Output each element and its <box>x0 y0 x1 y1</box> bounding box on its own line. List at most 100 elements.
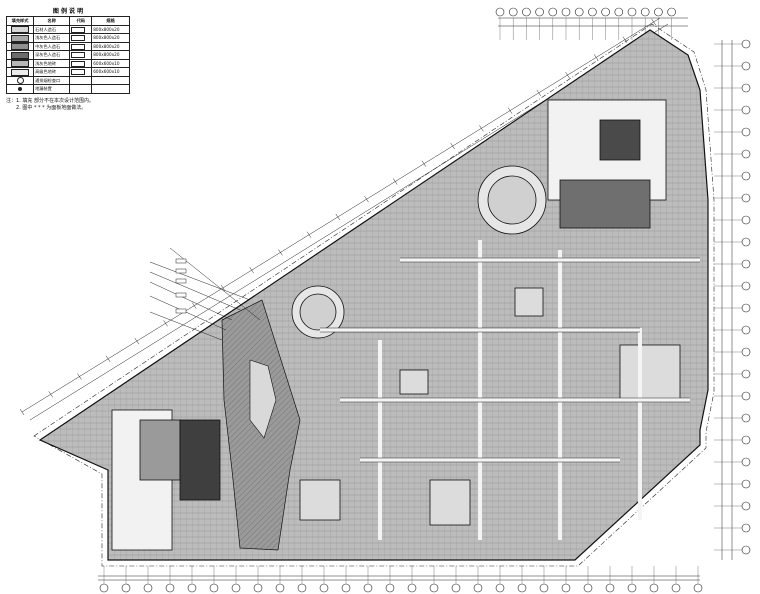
axis-bubble <box>209 583 219 593</box>
axis-bubble <box>741 127 751 137</box>
axis-bubble <box>253 583 263 593</box>
axis-bubble <box>741 303 751 313</box>
axis-bubble <box>429 583 439 593</box>
legend-swatch <box>18 87 23 92</box>
axis-bubble <box>741 545 751 555</box>
axis-bubble <box>667 7 676 17</box>
axis-bubble <box>627 583 637 593</box>
note-line-1: 注：1. 填充 部分不在本次设计范围内。 <box>6 98 94 104</box>
axis-bubble <box>741 347 751 357</box>
dimension-tick <box>450 142 455 150</box>
axis-bubble <box>741 61 751 71</box>
callout-leaders <box>149 247 261 341</box>
axis-bubble <box>548 7 558 17</box>
axis-bubble <box>143 583 153 593</box>
axis-bubble <box>627 7 637 17</box>
dimension-tick <box>479 125 484 132</box>
axis-bubble <box>561 7 571 17</box>
axis-bubble <box>165 583 175 593</box>
axis-bubble <box>614 7 624 17</box>
note-line-2: 2. 图中 * * * 为面板地面做法。 <box>16 105 87 111</box>
ramp-circles <box>291 165 547 339</box>
top-axis-grid <box>495 7 688 27</box>
axis-bubble <box>574 7 584 17</box>
dimension-tick <box>48 391 53 398</box>
legend-code-tag <box>71 43 86 50</box>
legend-row: 地漏装置 <box>5 84 130 94</box>
drive-lane-edges <box>320 257 700 463</box>
dimension-tick <box>335 213 341 221</box>
axis-bubble <box>741 479 751 489</box>
axis-bubble <box>275 583 285 593</box>
grid-lines <box>103 18 742 584</box>
axis-bubble <box>741 523 751 533</box>
dimension-tick <box>565 71 570 79</box>
axis-bubble <box>741 413 751 423</box>
legend-swatch <box>11 43 30 50</box>
axis-bubble <box>495 7 505 17</box>
axis-bubble <box>640 7 650 17</box>
bottom-axis-bubbles <box>99 583 703 593</box>
axis-bubble <box>741 215 751 225</box>
core-blocks <box>111 99 681 551</box>
axis-bubble <box>741 501 751 511</box>
axis-bubble <box>319 583 329 593</box>
dimension-tick <box>192 302 197 309</box>
dimension-tick <box>536 89 541 96</box>
right-axis-grid <box>721 39 751 560</box>
axis-bubble <box>741 171 751 181</box>
legend-code-tag <box>71 69 86 76</box>
axis-bubble <box>741 83 751 93</box>
dimension-tick <box>651 18 656 26</box>
axis-bubble <box>508 7 518 17</box>
dimension-tick <box>19 408 25 416</box>
axis-bubble <box>649 583 659 593</box>
axis-bubble <box>741 237 751 247</box>
axis-bubble <box>741 39 751 49</box>
legend-swatch <box>11 26 30 33</box>
legend-title: 图 例 说 明 <box>52 8 84 15</box>
axis-bubble <box>495 583 505 593</box>
dimension-tick <box>421 160 427 167</box>
axis-bubble <box>741 435 751 445</box>
dimension-tick <box>278 249 283 256</box>
axis-bubble <box>407 583 417 593</box>
axis-bubble <box>741 149 751 159</box>
axis-bubble <box>741 391 751 401</box>
legend-swatch <box>11 60 30 67</box>
axis-bubble <box>231 583 241 593</box>
legend-code-tag <box>71 26 86 33</box>
dimension-tick <box>249 267 254 274</box>
axis-bubble <box>385 583 395 593</box>
legend-code-tag <box>71 60 86 67</box>
axis-bubble <box>561 583 571 593</box>
axis-bubble <box>473 583 483 593</box>
axis-bubble <box>187 583 197 593</box>
dimension-tick <box>105 355 111 362</box>
axis-bubble <box>741 105 751 115</box>
axis-bubble <box>671 583 681 593</box>
axis-bubble <box>517 583 527 593</box>
dimension-tick <box>163 320 168 327</box>
axis-bubble <box>451 583 461 593</box>
legend-swatch <box>11 68 30 76</box>
axis-bubble <box>363 583 373 593</box>
axis-bubble <box>297 583 307 593</box>
legend-code <box>69 84 93 94</box>
dimension-tick <box>77 373 82 380</box>
axis-bubble <box>535 7 544 17</box>
axis-bubble <box>121 583 131 593</box>
axis-bubble <box>99 583 109 593</box>
axis-bubble <box>605 583 615 593</box>
dimension-tick <box>134 337 140 345</box>
axis-bubble <box>601 7 610 17</box>
axis-bubble <box>741 325 751 335</box>
notes-block: 注：1. 填充 部分不在本次设计范围内。 2. 图中 * * * 为面板地面做法… <box>6 98 94 112</box>
axis-bubble <box>741 281 751 291</box>
top-axis-bubbles <box>495 7 676 17</box>
dimension-tick <box>507 107 513 114</box>
